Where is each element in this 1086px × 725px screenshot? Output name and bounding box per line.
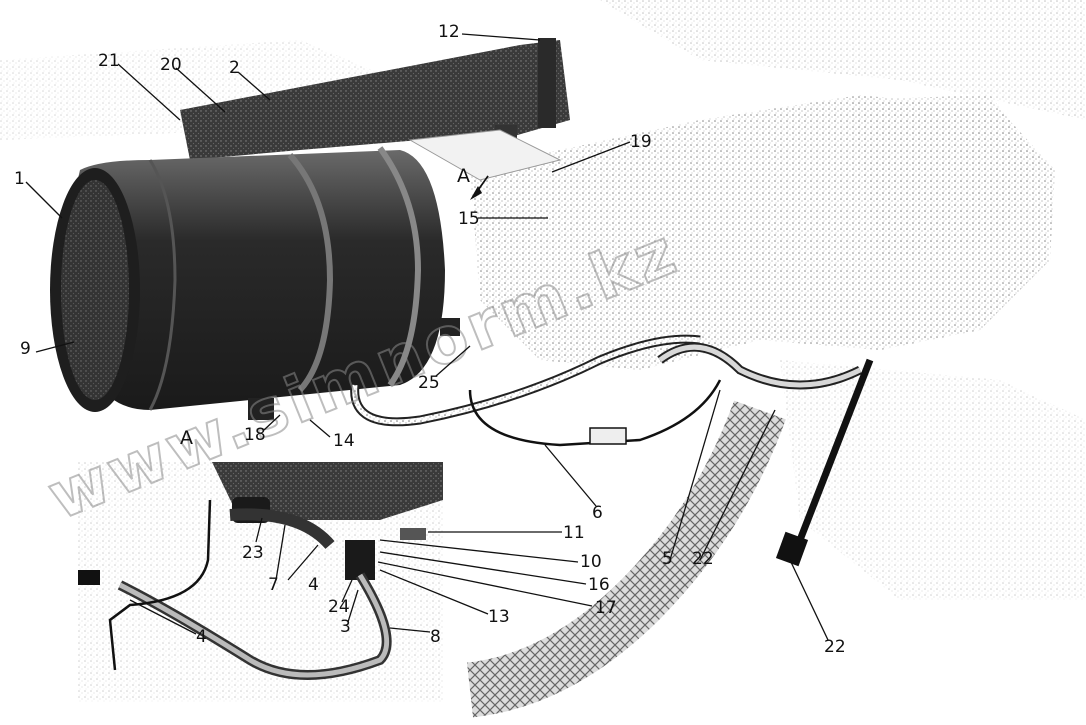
callout-13: 13 bbox=[488, 607, 510, 627]
inset-view-a bbox=[78, 462, 443, 702]
callout-5: 5 bbox=[662, 549, 673, 569]
callout-8: 8 bbox=[430, 627, 441, 647]
callout-14: 14 bbox=[333, 431, 355, 451]
callout-15: 15 bbox=[458, 209, 480, 229]
callout-view-a-title: A bbox=[180, 427, 193, 449]
callout-9: 9 bbox=[20, 339, 31, 359]
hose-icon bbox=[350, 334, 874, 718]
callout-24: 24 bbox=[328, 597, 350, 617]
air-tank-icon bbox=[50, 146, 460, 420]
bracket-icon bbox=[180, 38, 570, 181]
callout-22-upper: 22 bbox=[692, 549, 714, 569]
callout-1: 1 bbox=[14, 169, 25, 189]
callout-23: 23 bbox=[242, 543, 264, 563]
callout-18: 18 bbox=[244, 425, 266, 445]
callout-25: 25 bbox=[418, 373, 440, 393]
callout-view-a-arrow: A bbox=[457, 165, 470, 187]
view-a-arrow-icon bbox=[470, 175, 489, 200]
callout-2: 2 bbox=[229, 58, 240, 78]
callout-11: 11 bbox=[563, 523, 585, 543]
callout-16: 16 bbox=[588, 575, 610, 595]
engine-background bbox=[0, 0, 1086, 600]
callout-6: 6 bbox=[592, 503, 603, 523]
callout-20: 20 bbox=[160, 55, 182, 75]
callout-4-inset-upper: 4 bbox=[308, 575, 319, 595]
callout-17: 17 bbox=[595, 598, 617, 618]
callout-12: 12 bbox=[438, 22, 460, 42]
callout-10: 10 bbox=[580, 552, 602, 572]
callout-labels: 12 21 20 2 1 19 A 15 9 25 18 14 A 11 10 … bbox=[14, 22, 846, 657]
callout-7: 7 bbox=[268, 575, 279, 595]
callout-21: 21 bbox=[98, 51, 120, 71]
callout-19: 19 bbox=[630, 132, 652, 152]
leader-lines bbox=[25, 33, 829, 641]
callout-22-lower: 22 bbox=[824, 637, 846, 657]
callout-3: 3 bbox=[340, 617, 351, 637]
callout-4-inset-lower: 4 bbox=[196, 627, 207, 647]
